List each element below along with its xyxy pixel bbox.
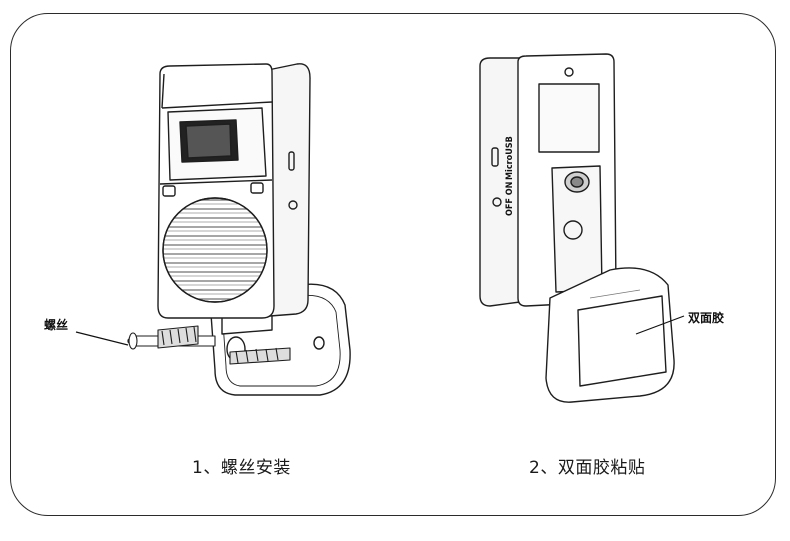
caption-step-2: 2、双面胶粘贴 xyxy=(529,458,646,478)
screw-callout-line xyxy=(75,331,129,346)
device-adhesive-mount xyxy=(479,53,675,403)
screw-callout-label: 螺丝 xyxy=(44,318,69,332)
diagram-frame xyxy=(10,13,776,516)
tape-callout-label: 双面胶 xyxy=(688,311,725,325)
device-screw-mount xyxy=(127,63,351,396)
power-switch-label: OFF ON xyxy=(505,181,515,216)
caption-step-1: 1、螺丝安装 xyxy=(192,458,291,478)
tape-callout-line xyxy=(635,315,685,335)
micro-usb-label: MicroUSB xyxy=(505,136,515,180)
